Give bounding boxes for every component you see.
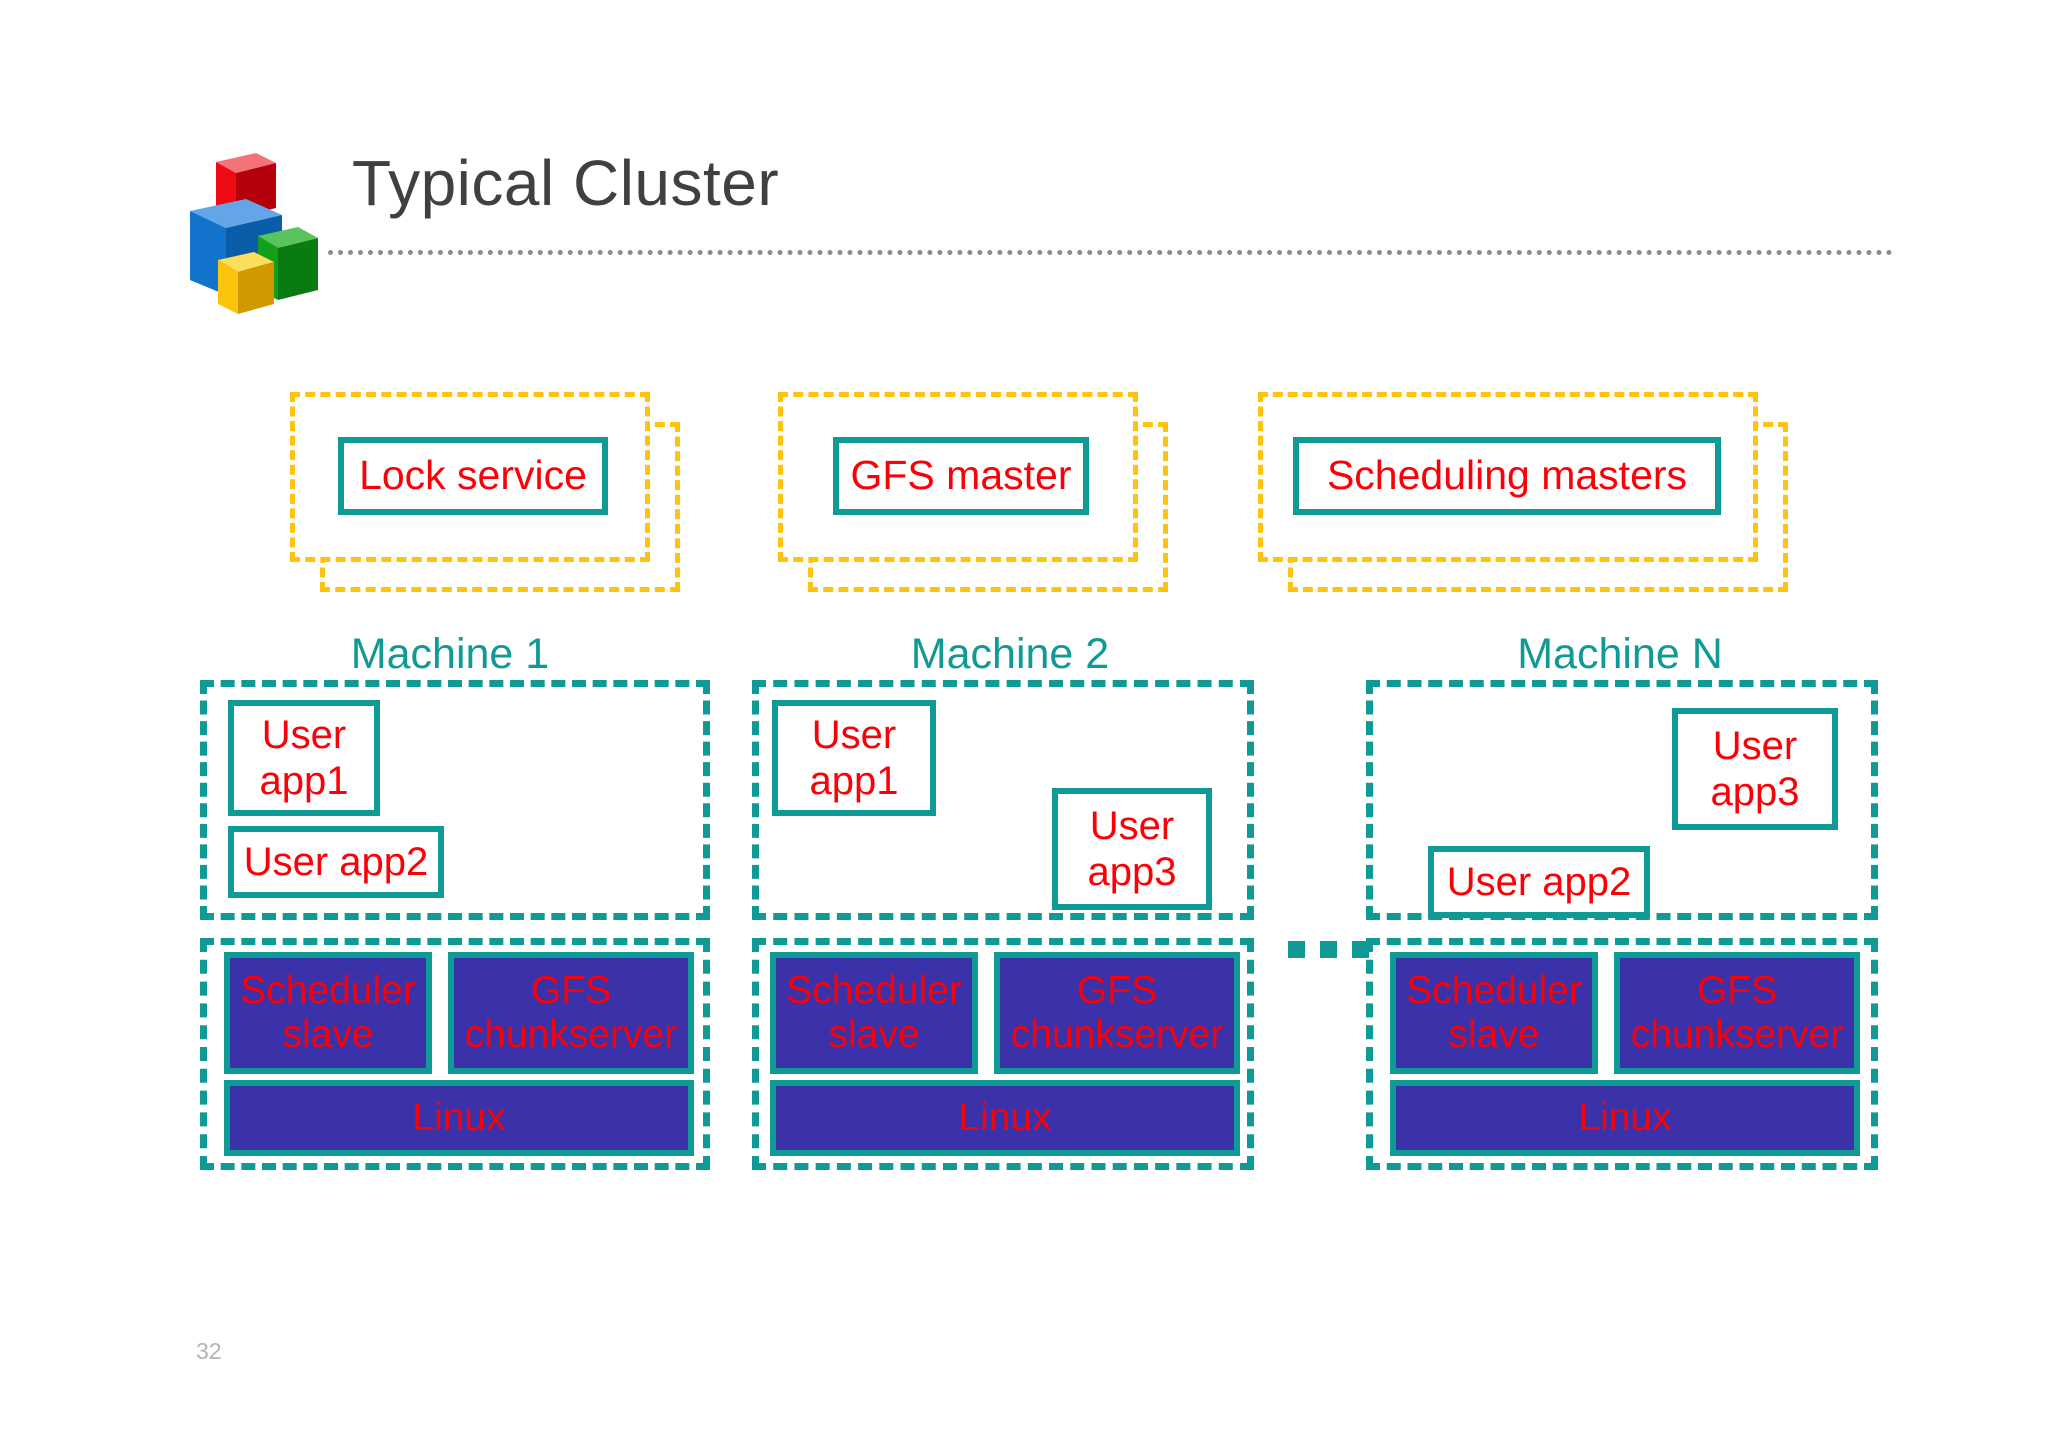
sys-box-label: Scheduler slave xyxy=(1406,969,1582,1056)
app-box-label: User app1 xyxy=(259,712,349,803)
stacked-cubes-logo xyxy=(178,138,318,316)
machine-2-gfs-chunkserver[interactable]: GFS chunkserver xyxy=(994,952,1240,1074)
sys-box-label: Linux xyxy=(412,1096,506,1140)
machine-n-app-box-2[interactable]: User app2 xyxy=(1428,846,1650,918)
machine-n-system-region xyxy=(1366,938,1878,1170)
sys-box-label: Scheduler slave xyxy=(240,969,416,1056)
machine-label-2: Machine 2 xyxy=(910,630,1110,678)
master-box-gfs-master[interactable]: GFS master xyxy=(833,437,1089,515)
machine-label-1: Machine 1 xyxy=(350,630,550,678)
machine-1-scheduler-slave[interactable]: Scheduler slave xyxy=(224,952,432,1074)
machine-1-linux[interactable]: Linux xyxy=(224,1080,694,1156)
master-group-scheduling-masters: Scheduling masters xyxy=(1258,392,1788,592)
machine-n-gfs-chunkserver[interactable]: GFS chunkserver xyxy=(1614,952,1860,1074)
ellipsis-dot-1 xyxy=(1288,941,1305,958)
master-group-gfs-master: GFS master xyxy=(778,392,1168,592)
machine-n-app-box-3[interactable]: User app3 xyxy=(1672,708,1838,830)
machine-2-user-region xyxy=(752,680,1254,920)
master-box-label: GFS master xyxy=(850,452,1072,499)
sys-box-label: GFS chunkserver xyxy=(464,969,678,1056)
machine-1-app-box-1[interactable]: User app1 xyxy=(228,700,380,816)
app-box-label: User app2 xyxy=(1446,859,1632,904)
machine-2-system-region xyxy=(752,938,1254,1170)
machine-n-scheduler-slave[interactable]: Scheduler slave xyxy=(1390,952,1598,1074)
sys-box-label: Scheduler slave xyxy=(786,969,962,1056)
ellipsis-dot-3 xyxy=(1352,941,1369,958)
page-number: 32 xyxy=(196,1338,222,1364)
machine-2-linux[interactable]: Linux xyxy=(770,1080,1240,1156)
app-box-label: User app1 xyxy=(809,712,899,803)
machine-2-app-box-1[interactable]: User app1 xyxy=(772,700,936,816)
app-box-label: User app2 xyxy=(243,839,429,884)
machine-1-system-region xyxy=(200,938,710,1170)
master-group-lock-service: Lock service xyxy=(290,392,680,592)
machine-label-n: Machine N xyxy=(1517,630,1723,678)
app-box-label: User app3 xyxy=(1710,723,1800,814)
machine-2-scheduler-slave[interactable]: Scheduler slave xyxy=(770,952,978,1074)
machine-n-linux[interactable]: Linux xyxy=(1390,1080,1860,1156)
sys-box-label: GFS chunkserver xyxy=(1630,969,1844,1056)
page-title: Typical Cluster xyxy=(352,147,780,219)
machine-1-app-box-2[interactable]: User app2 xyxy=(228,826,444,898)
sys-box-label: Linux xyxy=(1578,1096,1672,1140)
sys-box-label: Linux xyxy=(958,1096,1052,1140)
master-box-scheduling-masters[interactable]: Scheduling masters xyxy=(1293,437,1721,515)
machine-2-app-box-3[interactable]: User app3 xyxy=(1052,788,1212,910)
master-box-label: Lock service xyxy=(359,452,587,499)
ellipsis-dot-2 xyxy=(1320,941,1337,958)
machine-1-user-region xyxy=(200,680,710,920)
master-box-label: Scheduling masters xyxy=(1326,452,1688,499)
master-box-lock-service[interactable]: Lock service xyxy=(338,437,608,515)
app-box-label: User app3 xyxy=(1087,803,1177,894)
machine-1-gfs-chunkserver[interactable]: GFS chunkserver xyxy=(448,952,694,1074)
header-divider xyxy=(328,250,1893,255)
sys-box-label: GFS chunkserver xyxy=(1010,969,1224,1056)
